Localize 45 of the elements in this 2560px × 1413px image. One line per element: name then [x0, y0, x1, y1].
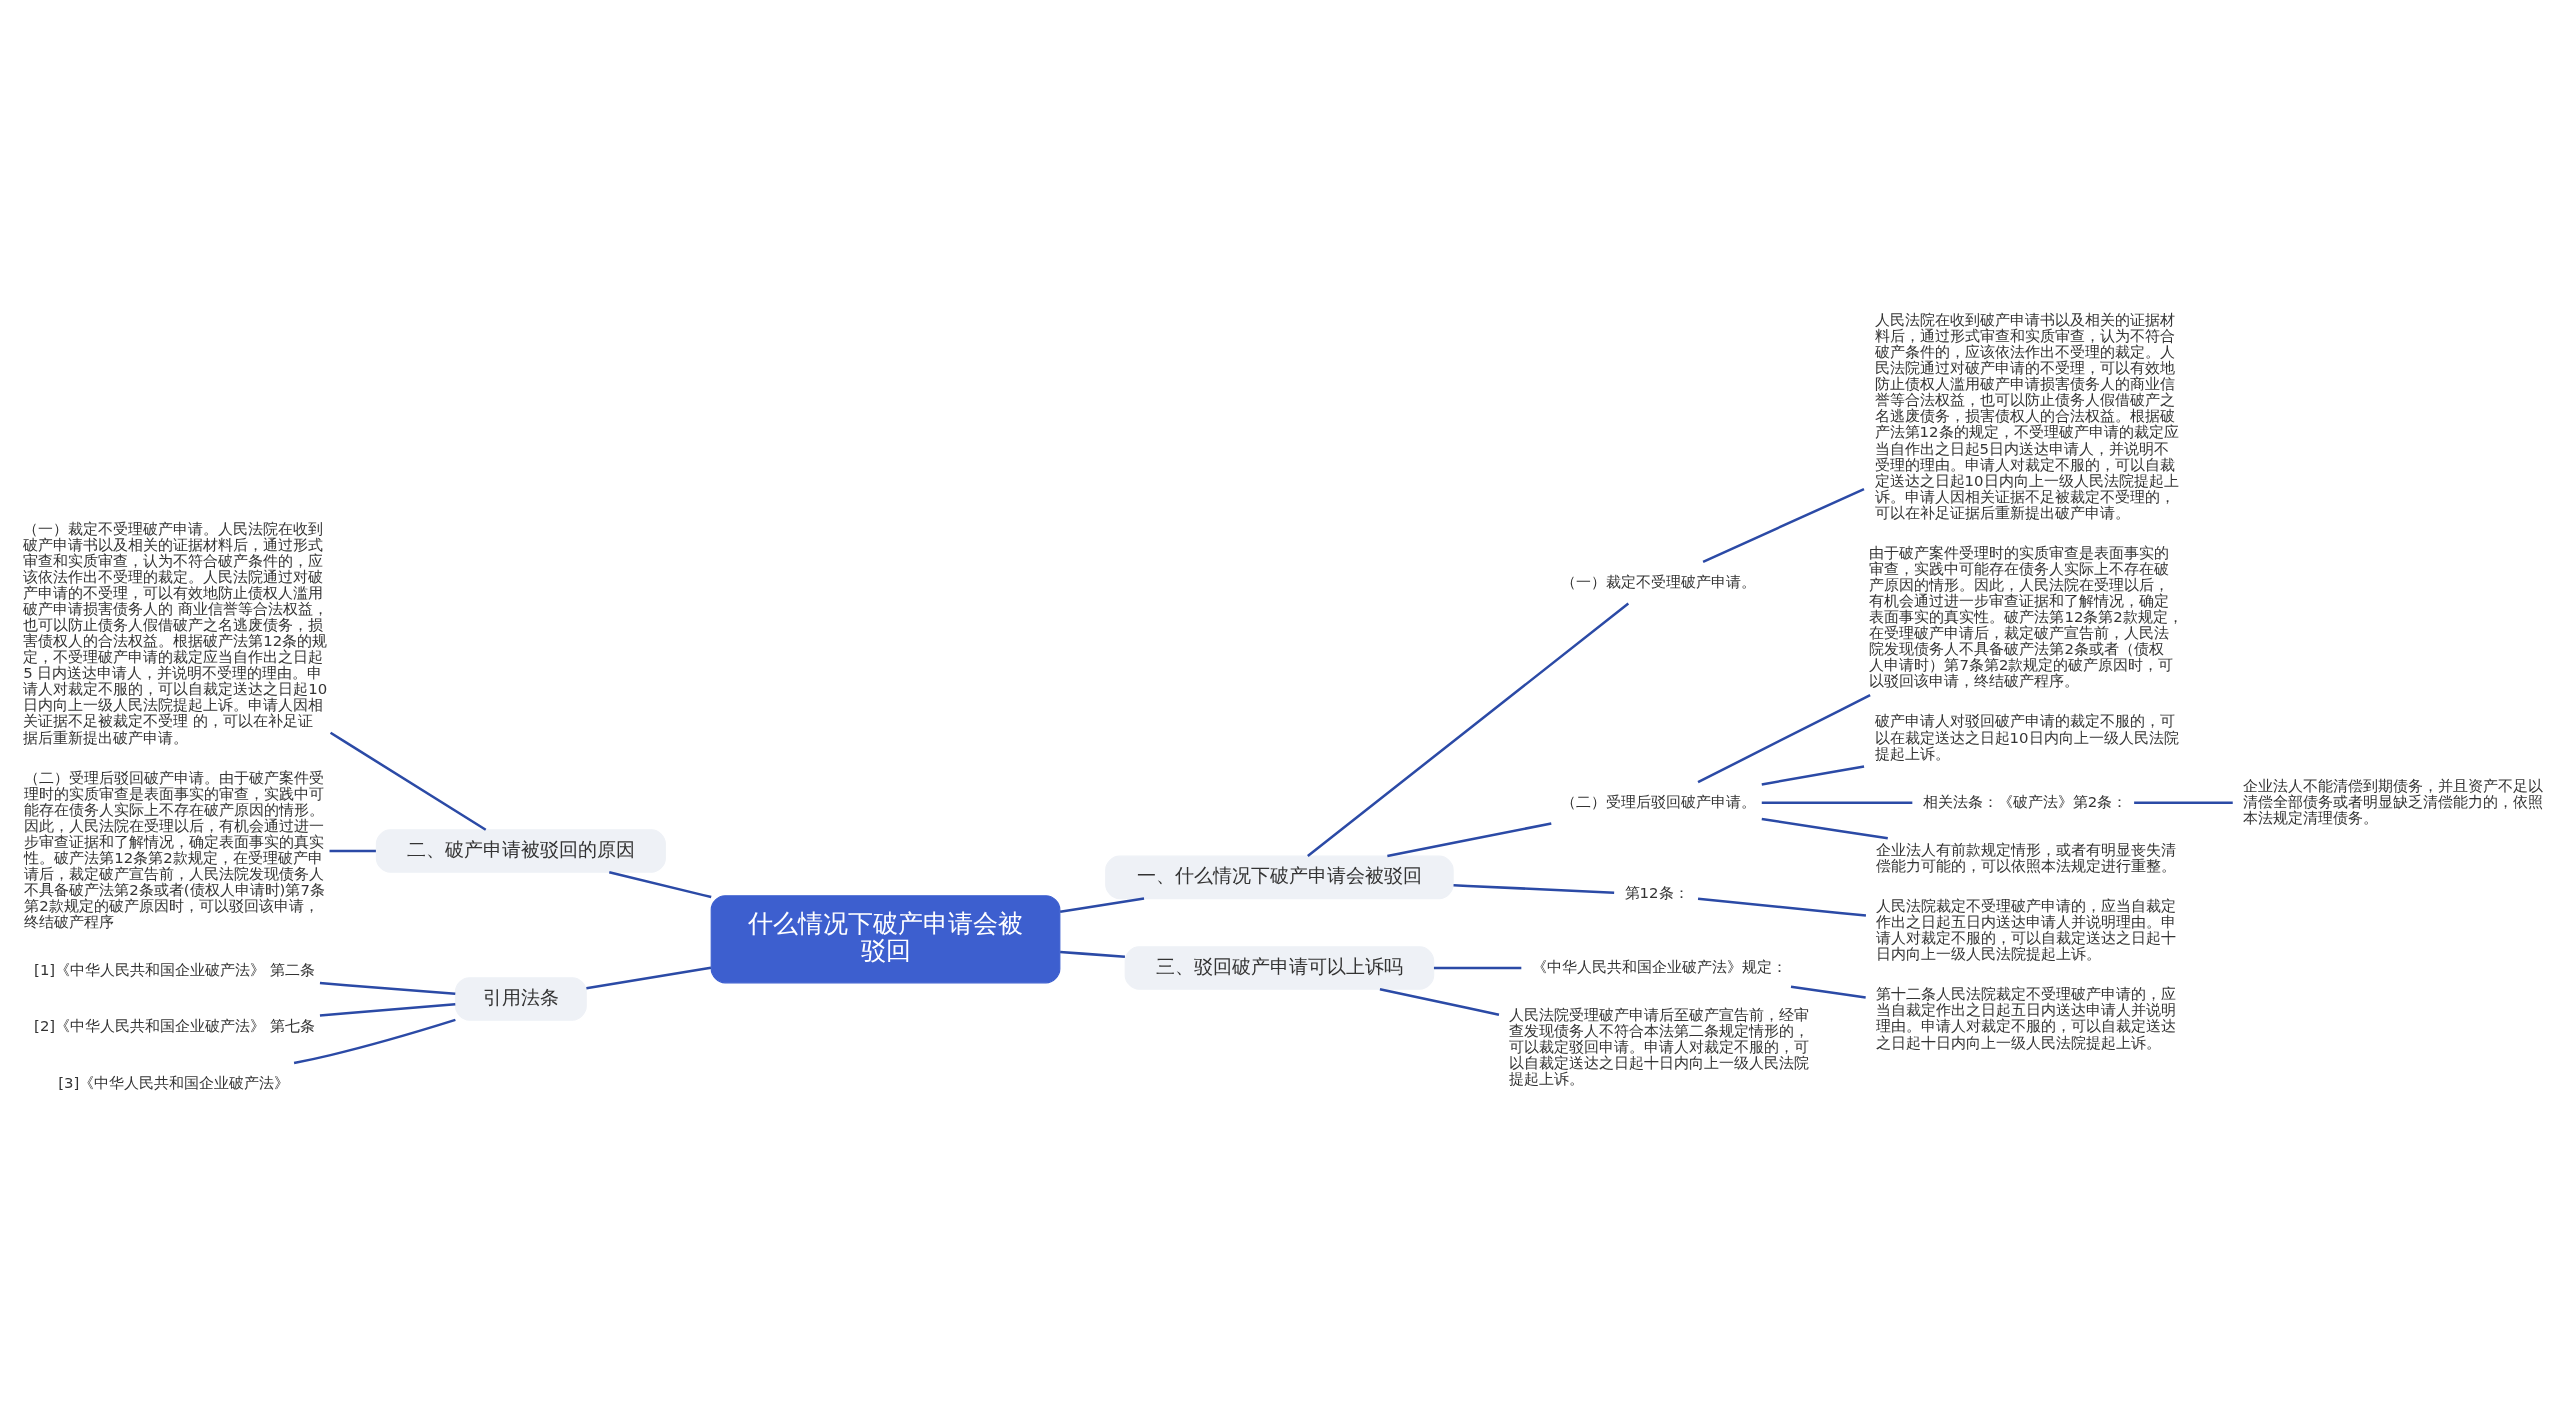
connector — [1307, 602, 1630, 857]
connector — [1761, 817, 1888, 840]
connector — [1697, 897, 1867, 917]
node-box: 一、什么情况下破产申请会被驳回 — [1105, 855, 1454, 900]
connector — [1387, 822, 1552, 858]
connector — [1059, 897, 1145, 914]
node-text: 企业法人不能清偿到期债务，并且资产不足以清偿全部债务或者明显缺乏清偿能力的，依照本法规定清理债务。 — [2243, 776, 2544, 827]
node-text: 《中华人民共和国企业破产法》规定： — [1531, 957, 1787, 976]
connector — [1761, 765, 1865, 786]
connector — [1697, 693, 1871, 784]
node-text: （一）裁定不受理破产申请。人民法院在收到破产申请书以及相关的证据材料后，通过形式审查和实质审查，认为不符合破产条件的，应该依法作出不受理的裁定。人民法院通过对破产申请的不受理，可以有效地防止债权人滥用破产申请损害债务人的 商业信誉等合法权益，也可以防止债务人假借破产之名逃废债务，损害债权人的合法权益。根据破产法第12条的规定，不受理破产申请的裁定应当自作出之日起5 日内送达申请人，并说明不受理的理由。申请人对裁定不服的，可以自裁定送达之日起10日内向上一级人民法院提起上诉。申请人因相关证据不足被裁定不受理 的，可以在补足证据后重新提出破产申请。 — [23, 519, 328, 747]
node-text: 人民法院受理破产申请后至破产宣告前，经审查发现债务人不符合本法第二条规定情形的，可以裁定驳回申请。申请人对裁定不服的，可以自裁定送达之日起十日内向上一级人民法院提起上诉。 — [1509, 1006, 1810, 1089]
node-text: 破产申请人对驳回破产申请的裁定不服的，可以在裁定送达之日起10日内向上一级人民法院提起上诉。 — [1874, 712, 2179, 763]
node-text: [1]《中华人民共和国企业破产法》 第二条 — [34, 961, 315, 980]
connector — [1379, 988, 1500, 1016]
node-text: （二）受理后驳回破产申请。 — [1560, 792, 1756, 811]
connector — [319, 981, 456, 996]
connector — [1433, 966, 1522, 970]
node-text: 人民法院在收到破产申请书以及相关的证据材料后，通过形式审查和实质审查，认为不符合破产条件的，应该依法作出不受理的裁定。人民法院通过对破产申请的不受理，可以有效地防止债权人滥用破产申请损害债务人的商业信誉等合法权益，也可以防止债务人假借破产之名逃废债务，损害债权人的合法权益。根据破产法第12条的规定，不受理破产申请的裁定应当自作出之日起5日内送达申请人，并说明不受理的理由。申请人对裁定不服的，可以自裁定送达之日起10日内向上一级人民法院提起上诉。申请人因相关证据不足被裁定不受理的，可以在补足证据后重新提出破产申请。 — [1874, 311, 2179, 522]
connector — [1060, 950, 1126, 958]
node-text: 相关法条：《破产法》第2条： — [1922, 792, 2128, 811]
connector — [1702, 487, 1865, 564]
node-text: 第十二条人民法院裁定不受理破产申请的，应当自裁定作出之日起五日内送达申请人并说明理由。申请人对裁定不服的，可以自裁定送达之日起十日内向上一级人民法院提起上诉。 — [1876, 985, 2177, 1052]
node-text: 由于破产案件受理时的实质审查是表面事实的审查，实践中可能存在债务人实际上不存在破产原因的情形。因此，人民法院在受理以后，有机会通过进一步审查证据和了解情况，确定表面事实的真实性。破产法第12条第2款规定，在受理破产申请后，裁定破产宣告前，人民法院发现债务人不具备破产法第2条或者（债权人申请时）第7条第2款规定的破产原因时，可以驳回该申请，终结破产程序。 — [1869, 543, 2183, 691]
connector — [1761, 801, 1913, 805]
node-text: 人民法院裁定不受理破产申请的，应当自裁定作出之日起五日内送达申请人并说明理由。申请人对裁定不服的，可以自裁定送达之日起十日内向上一级人民法院提起上诉。 — [1876, 897, 2177, 964]
connector — [1790, 985, 1866, 999]
connector — [319, 1003, 456, 1017]
node-box: 什么情况下破产申请会被驳回 — [710, 895, 1061, 984]
node-box: 二、破产申请被驳回的原因 — [375, 829, 666, 873]
node-text: （二）受理后驳回破产申请。由于破产案件受理时的实质审查是表面事实的审查，实践中可能存在债务人实际上不存在破产原因的情形。因此，人民法院在受理以后，有机会通过进一步审查证据和了解情况，确定表面事实的真实性。破产法第12条第2款规定，在受理破产申请后，裁定破产宣告前，人民法院发现债务人不具备破产法第2条或者(债权人申请时)第7条第2款规定的破产原因时，可以驳回该申请，终结破产程序 — [24, 768, 325, 932]
node-box: 引用法条 — [454, 977, 587, 1021]
node-text: （一）裁定不受理破产申请。 — [1560, 572, 1756, 591]
connector — [2134, 801, 2233, 805]
connector — [329, 731, 487, 831]
node-text: 企业法人有前款规定情形，或者有明显丧失清偿能力可能的，可以依照本法规定进行重整。 — [1876, 840, 2177, 875]
connector — [608, 871, 712, 899]
connector — [1453, 884, 1615, 894]
connector — [586, 966, 712, 990]
connector — [329, 849, 376, 853]
connector — [293, 1018, 456, 1065]
node-box: 三、驳回破产申请可以上诉吗 — [1124, 946, 1435, 990]
node-text: [3]《中华人民共和国企业破产法》 — [58, 1073, 290, 1092]
node-text: 第12条： — [1624, 884, 1689, 903]
node-text: [2]《中华人民共和国企业破产法》 第七条 — [34, 1017, 315, 1036]
